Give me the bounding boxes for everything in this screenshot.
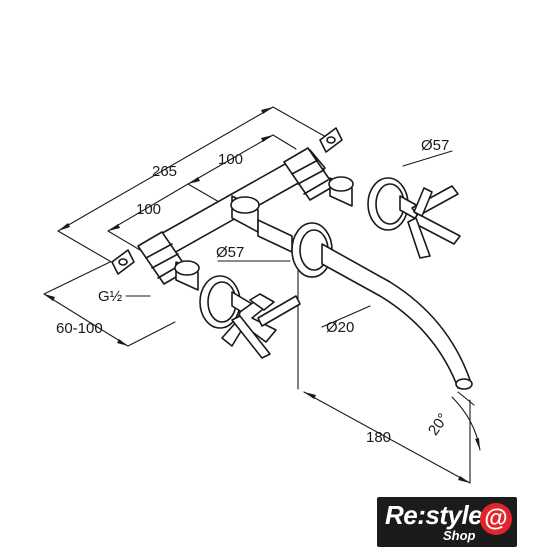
spout [291, 222, 473, 390]
dimension-lines [43, 106, 481, 484]
dim-lower-spacing: 100 [136, 201, 161, 218]
dim-spout-diameter: Ø20 [326, 319, 354, 336]
left-handle [199, 275, 301, 359]
dim-connection-thread: G½ [98, 288, 123, 305]
spout-pipe [321, 243, 471, 389]
logo-badge: @ [484, 505, 508, 532]
right-handle [367, 177, 461, 259]
dim-wall-depth: 60-100 [56, 320, 103, 337]
dim-upper-spacing: 100 [218, 151, 243, 168]
dimension-arrows [44, 107, 480, 483]
restyle-shop-logo: Re:style Shop @ [377, 497, 517, 547]
dim-handle-diameter: Ø57 [421, 137, 449, 154]
mounting-body [111, 127, 354, 291]
at-sign-icon: @ [480, 503, 512, 535]
logo-brand: Re:style [385, 500, 483, 530]
dim-spout-projection: 180 [366, 429, 391, 446]
dim-rosette-diameter: Ø57 [216, 244, 244, 261]
logo-sub: Shop [443, 528, 476, 543]
dim-overall-width: 265 [152, 163, 177, 180]
dim-spout-angle: 20° [425, 410, 452, 438]
